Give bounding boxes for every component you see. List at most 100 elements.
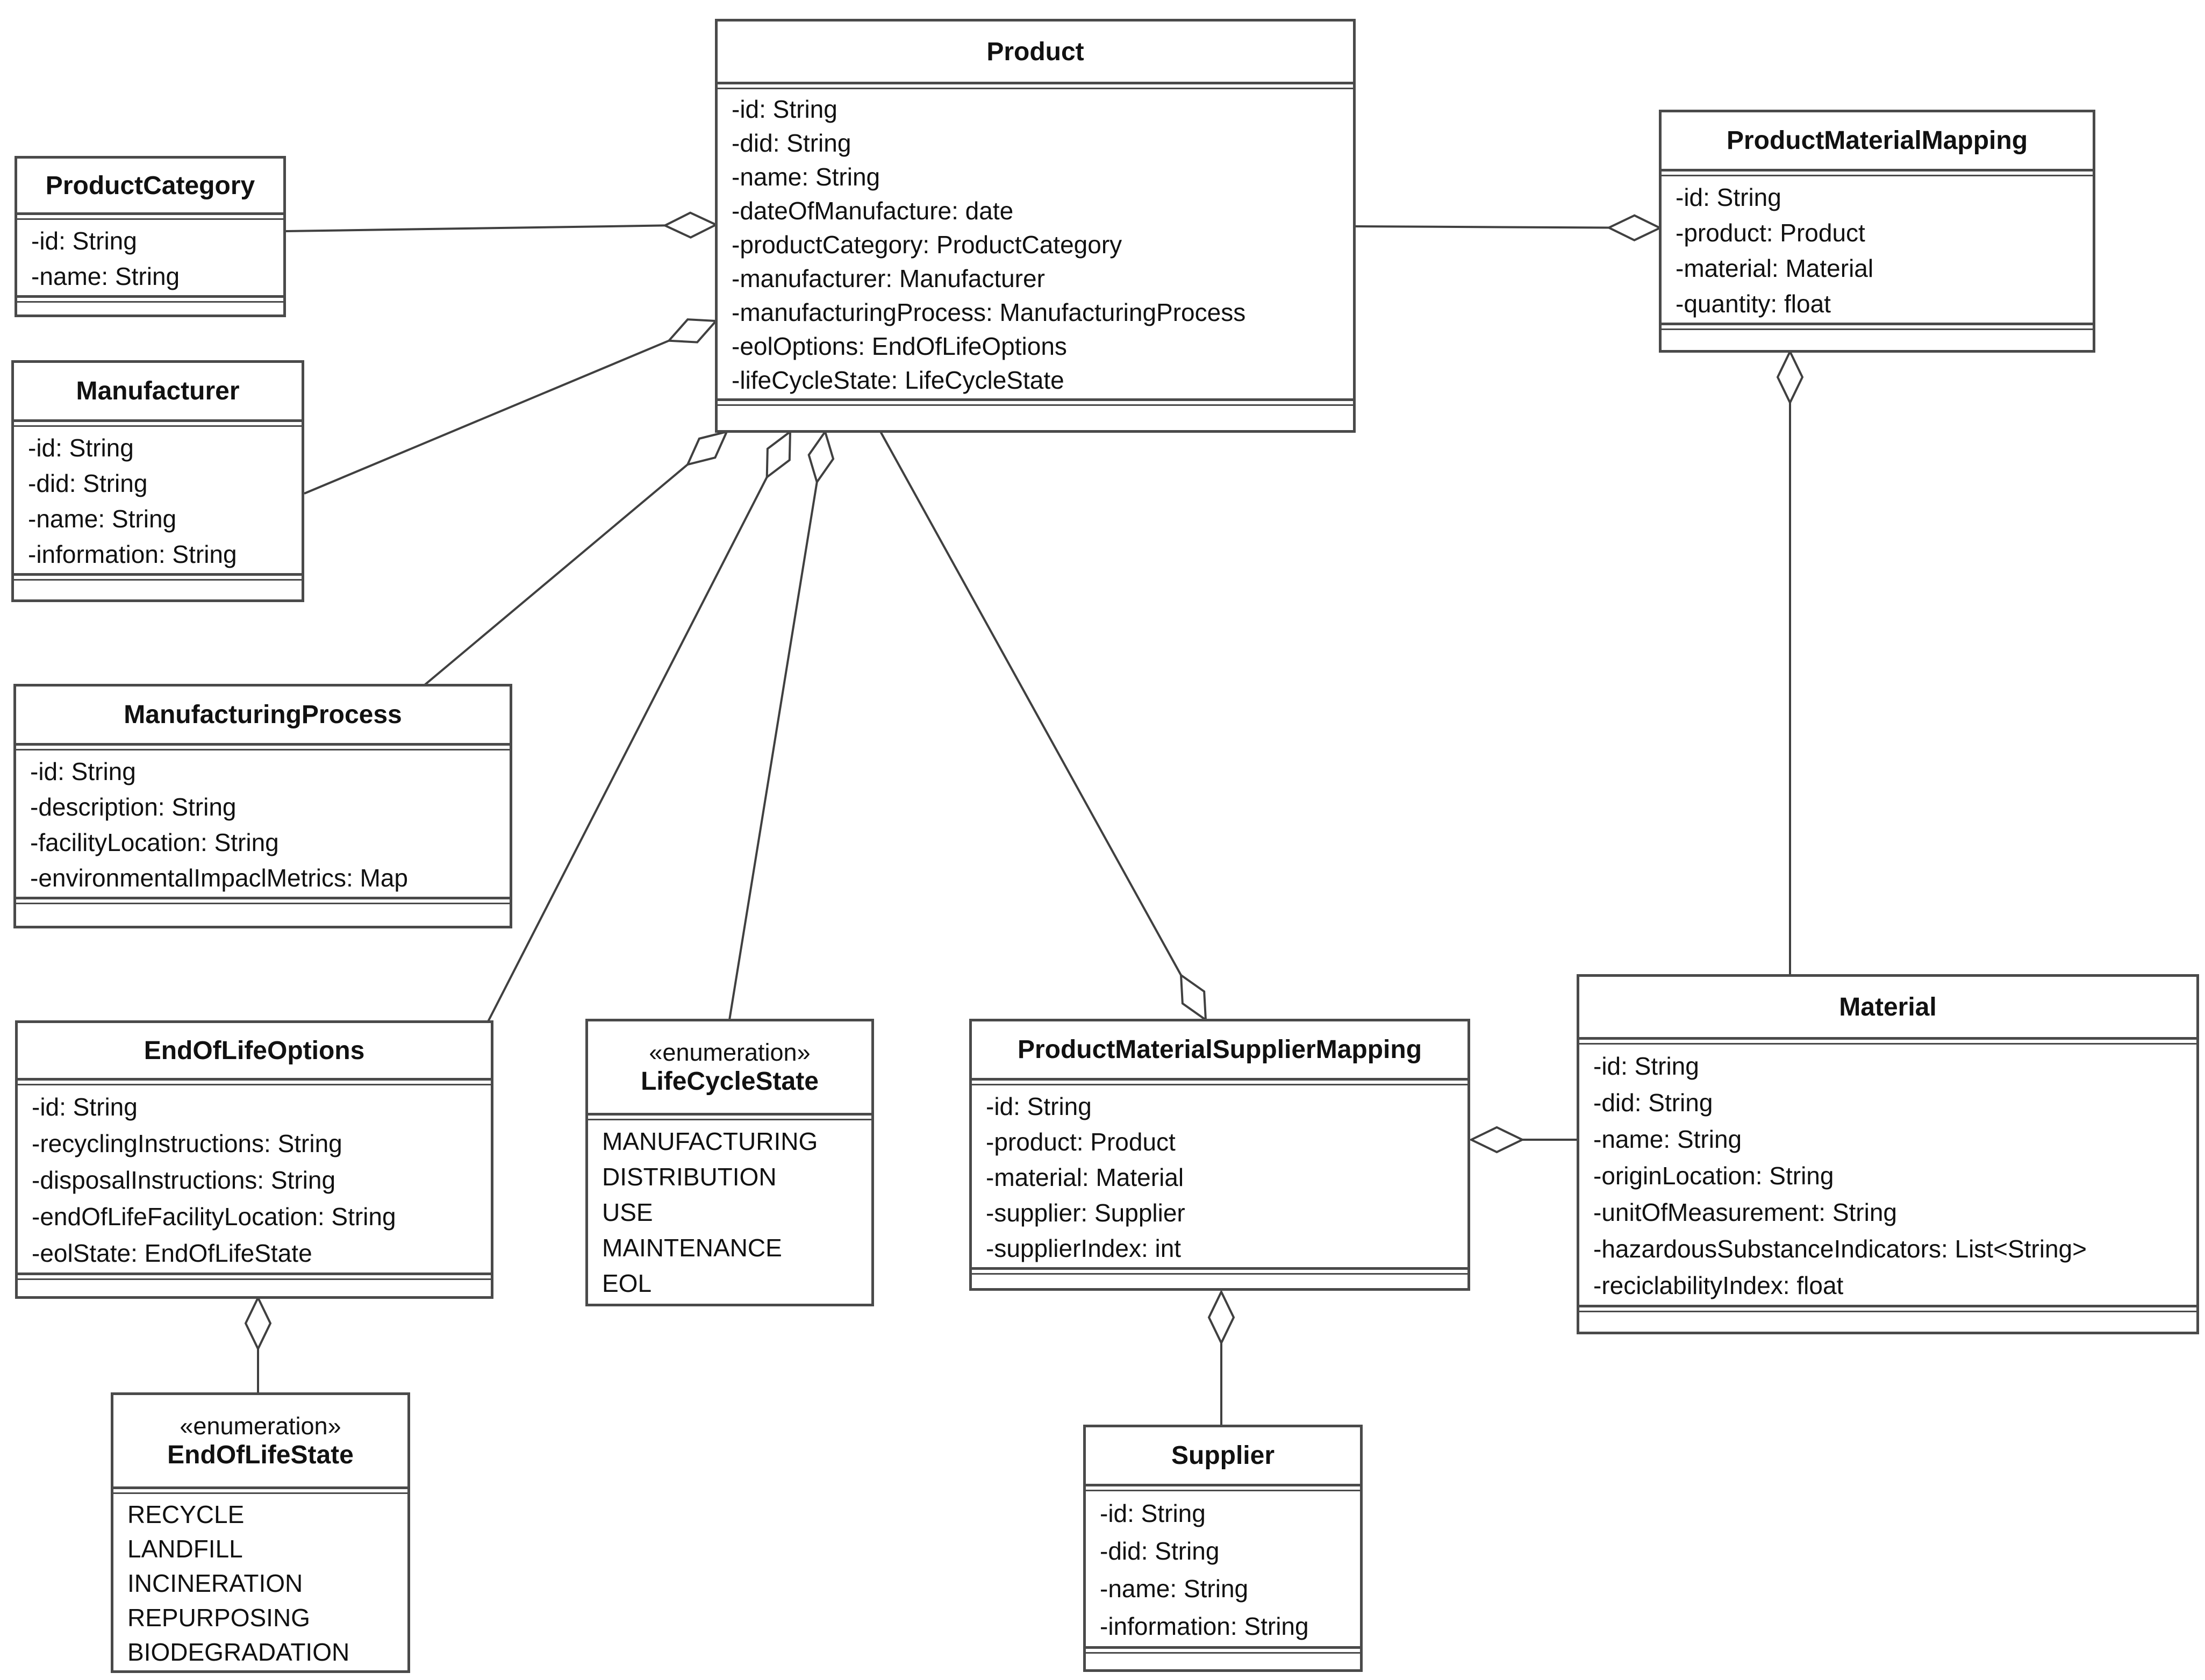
attributes-compartment: -id: String -did: String -name: String -inf… — [14, 427, 302, 573]
class-attribute: -name: String — [31, 262, 180, 290]
operations-compartment — [18, 1280, 491, 1296]
compartment-separator — [14, 419, 302, 427]
aggregation-material-to-productmaterialmapping — [1776, 349, 1804, 975]
operations-compartment — [718, 406, 1353, 430]
compartment-separator — [17, 212, 283, 220]
association-line — [424, 463, 689, 686]
operations-compartment — [1579, 1312, 2196, 1332]
class-attribute: -product: Product — [986, 1128, 1176, 1156]
compartment-separator — [972, 1267, 1467, 1275]
class-attribute: -environmentalImpaclMetrics: Map — [30, 864, 409, 892]
class-name: Product — [986, 37, 1084, 66]
class-attribute: -disposalInstructions: String — [32, 1166, 336, 1194]
operations-compartment — [14, 581, 302, 599]
class-title: Material — [1579, 977, 2196, 1037]
class-attribute: -material: Material — [1676, 254, 1874, 282]
class-attribute: -description: String — [30, 793, 237, 821]
class-stereotype: «enumeration» — [180, 1412, 341, 1440]
class-attribute: -id: String — [1100, 1499, 1206, 1527]
aggregation-material-to-productmaterialsuppliermapping — [1469, 1126, 1578, 1154]
aggregation-product-to-productmaterialsuppliermapping — [879, 431, 1207, 1023]
association-line — [285, 224, 665, 232]
class-attribute: -quantity: float — [1676, 290, 1831, 318]
class-stereotype: «enumeration» — [649, 1038, 811, 1066]
aggregation-diamond-icon — [1606, 214, 1663, 241]
attributes-compartment: -id: String -did: String -name: String -inf… — [1086, 1491, 1360, 1646]
class-attribute: -did: String — [1100, 1537, 1220, 1565]
compartment-separator — [1579, 1037, 2196, 1045]
compartment-separator — [588, 1113, 871, 1120]
class-title: «enumeration»EndOfLifeState — [113, 1395, 407, 1486]
class-attribute: DISTRIBUTION — [602, 1163, 777, 1191]
class-attribute: -product: Product — [1676, 219, 1865, 247]
class-attribute: -id: String — [1593, 1052, 1699, 1080]
association-line — [1355, 225, 1609, 229]
class-attribute: -information: String — [1100, 1612, 1309, 1640]
association-line — [304, 339, 670, 495]
association-line — [728, 482, 818, 1020]
class-attribute: -id: String — [1676, 183, 1781, 211]
class-attribute: -lifeCycleState: LifeCycleState — [732, 366, 1064, 394]
class-productmaterialsuppliermapping: ProductMaterialSupplierMapping-id: Strin… — [969, 1019, 1470, 1291]
aggregation-endoflifestate-to-endoflifeoptions — [244, 1295, 272, 1393]
class-attribute: -id: String — [32, 1093, 138, 1121]
class-attribute: -hazardousSubstanceIndicators: List<Stri… — [1593, 1235, 2087, 1263]
attributes-compartment: -id: String-did: String-name: String-ori… — [1579, 1045, 2196, 1305]
class-title: Manufacturer — [14, 363, 302, 419]
attributes-compartment: -id: String-name: String — [17, 220, 283, 295]
aggregation-diamond-icon — [765, 429, 792, 480]
aggregation-supplier-to-productmaterialsuppliermapping — [1207, 1289, 1235, 1426]
class-title: Product — [718, 22, 1353, 82]
class-attribute: -reciclabilityIndex: float — [1593, 1271, 1844, 1299]
association-line — [487, 476, 768, 1022]
class-attribute: INCINERATION — [127, 1569, 303, 1597]
class-attribute: -id: String — [28, 434, 134, 462]
class-name: EndOfLifeOptions — [144, 1036, 365, 1065]
aggregation-diamond-icon — [667, 318, 719, 344]
class-attribute: MAINTENANCE — [602, 1234, 782, 1262]
class-title: Supplier — [1086, 1427, 1360, 1484]
class-productcategory: ProductCategory-id: String-name: String — [15, 156, 286, 317]
class-attribute: -id: String — [30, 757, 136, 785]
aggregation-manufacturingprocess-to-product — [424, 430, 729, 686]
class-name: LifeCycleState — [641, 1067, 819, 1096]
class-attribute: -name: String — [1100, 1575, 1249, 1603]
class-attribute: -dateOfManufacture: date — [732, 197, 1014, 225]
class-attribute: USE — [602, 1198, 653, 1226]
class-attribute: -did: String — [28, 469, 148, 497]
class-name: Supplier — [1171, 1441, 1275, 1470]
class-attribute: RECYCLE — [127, 1500, 245, 1528]
compartment-separator — [16, 743, 510, 750]
compartment-separator — [718, 82, 1353, 89]
aggregation-diamond-icon — [244, 1295, 272, 1352]
class-attribute: -originLocation: String — [1593, 1162, 1834, 1190]
class-attribute: REPURPOSING — [127, 1604, 310, 1632]
association-line — [879, 431, 1182, 976]
class-attribute: -manufacturer: Manufacturer — [732, 264, 1045, 292]
class-attribute: -unitOfMeasurement: String — [1593, 1198, 1898, 1226]
class-attribute: LANDFILL — [127, 1535, 243, 1563]
attributes-compartment: -id: String -did: String -name: String -dat… — [718, 89, 1353, 398]
class-attribute: -did: String — [732, 129, 851, 157]
aggregation-diamond-icon — [1179, 973, 1207, 1023]
class-attribute: -name: String — [732, 163, 880, 191]
class-name: ManufacturingProcess — [124, 700, 402, 729]
class-title: ProductMaterialMapping — [1662, 112, 2093, 169]
class-attribute: -information: String — [28, 540, 237, 568]
class-title: «enumeration»LifeCycleState — [588, 1021, 871, 1113]
class-attribute: -facilityLocation: String — [30, 828, 279, 856]
class-name: Manufacturer — [76, 377, 240, 405]
class-attribute: -id: String — [986, 1092, 1092, 1120]
compartment-separator — [1662, 169, 2093, 176]
class-attribute: -name: String — [28, 505, 177, 533]
class-attribute: -endOfLifeFacilityLocation: String — [32, 1203, 396, 1231]
class-attribute: MANUFACTURING — [602, 1127, 818, 1155]
aggregation-diamond-icon — [1469, 1126, 1525, 1154]
class-attribute: -id: String — [732, 95, 837, 123]
operations-compartment — [1662, 330, 2093, 350]
class-attribute: -productCategory: ProductCategory — [732, 231, 1122, 259]
attributes-compartment: -id: String-product: Product-material: M… — [972, 1085, 1467, 1267]
attributes-compartment: -id: String-recyclingInstructions: Strin… — [18, 1085, 491, 1272]
